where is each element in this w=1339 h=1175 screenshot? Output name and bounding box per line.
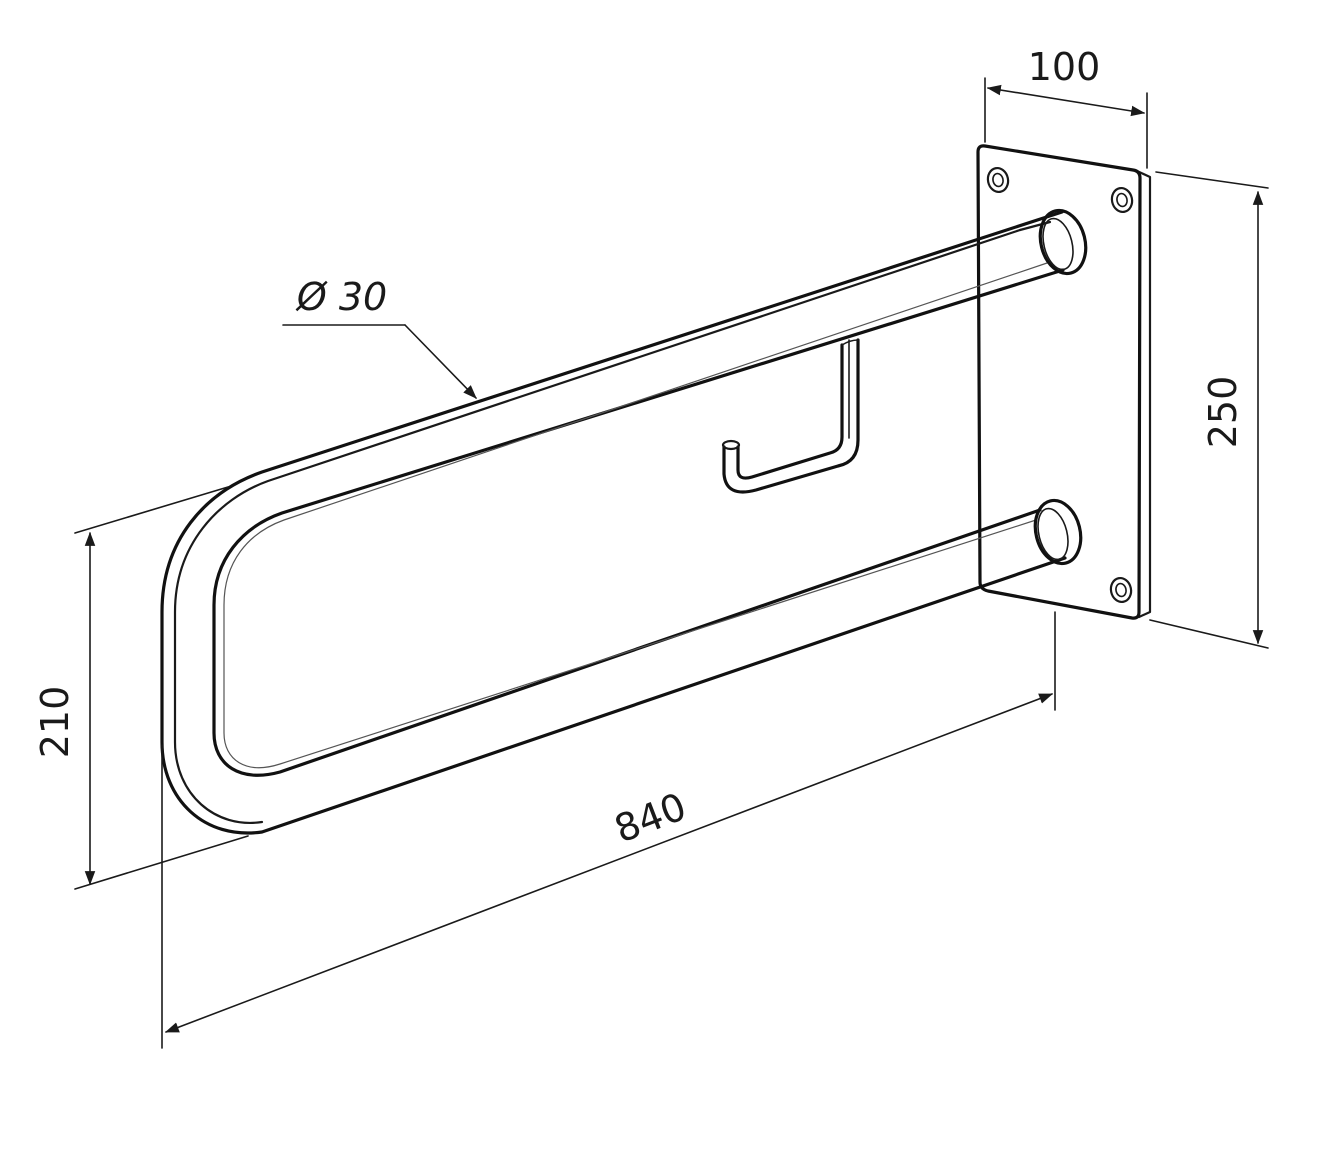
dimension-label-840: 840	[609, 784, 692, 851]
wall-plate	[976, 144, 1152, 620]
screw-hole-top-left	[986, 166, 1010, 194]
bottom-rail-flange	[1033, 498, 1083, 566]
paper-holder-hook	[721, 338, 860, 494]
dimension-label-diameter: Ø 30	[295, 275, 387, 319]
screw-hole-top-right	[1110, 186, 1134, 214]
top-rail-flange	[1038, 208, 1088, 276]
dimension-label-250: 250	[1201, 376, 1245, 449]
screw-hole-bottom-right	[1109, 576, 1133, 604]
dimension-bar-length: 840	[161, 611, 1056, 1049]
dimension-tube-diameter: Ø 30	[282, 275, 477, 399]
dimension-label-210: 210	[33, 686, 77, 759]
dimension-plate-height: 250	[1149, 171, 1269, 649]
dimension-bar-spacing: 210	[33, 486, 249, 890]
dimension-plate-width: 100	[984, 45, 1148, 169]
dimension-label-100: 100	[1028, 45, 1101, 89]
